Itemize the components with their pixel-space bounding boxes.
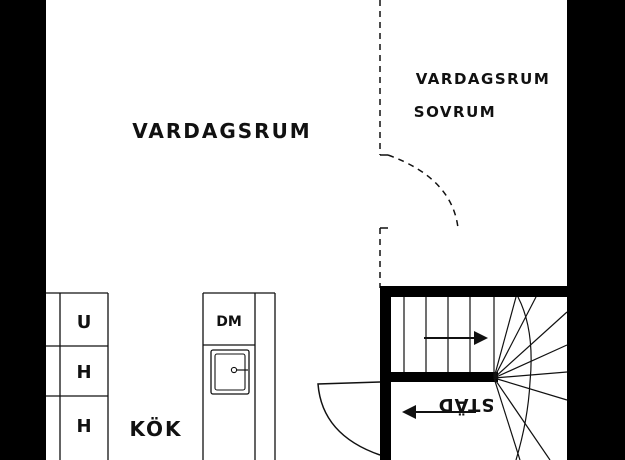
- left-outer-wall: [0, 0, 46, 460]
- stair-treads: [403, 297, 471, 372]
- sink-basin: [214, 353, 246, 391]
- kitchen-island: [202, 292, 276, 460]
- door-swing-arc: [387, 154, 459, 229]
- sink-drain: [230, 366, 238, 374]
- cabinet-label-3: H: [76, 416, 91, 437]
- closet-door-swing: [317, 381, 381, 456]
- stair-winders: [493, 296, 568, 460]
- closet-top-wall: [380, 372, 498, 382]
- cabinet-column: [46, 292, 109, 460]
- closet-arrow-head: [402, 405, 416, 419]
- cabinet-label-2: H: [76, 362, 91, 383]
- cleaning-closet-label: STÄD: [438, 394, 495, 416]
- stair-arrow-head: [474, 331, 488, 345]
- side-room-label-line1: VARDAGSRUM: [416, 70, 551, 88]
- kitchen-label: KÖK: [129, 417, 182, 441]
- cabinet-label-1: U: [77, 312, 92, 333]
- stair-top-wall: [380, 286, 570, 297]
- right-outer-wall: [567, 0, 625, 460]
- sink-outer: [210, 349, 250, 395]
- dishwasher-label: DM: [216, 314, 242, 330]
- side-room-label-line2: SOVRUM: [414, 103, 496, 121]
- living-room-label: VARDAGSRUM: [132, 119, 311, 143]
